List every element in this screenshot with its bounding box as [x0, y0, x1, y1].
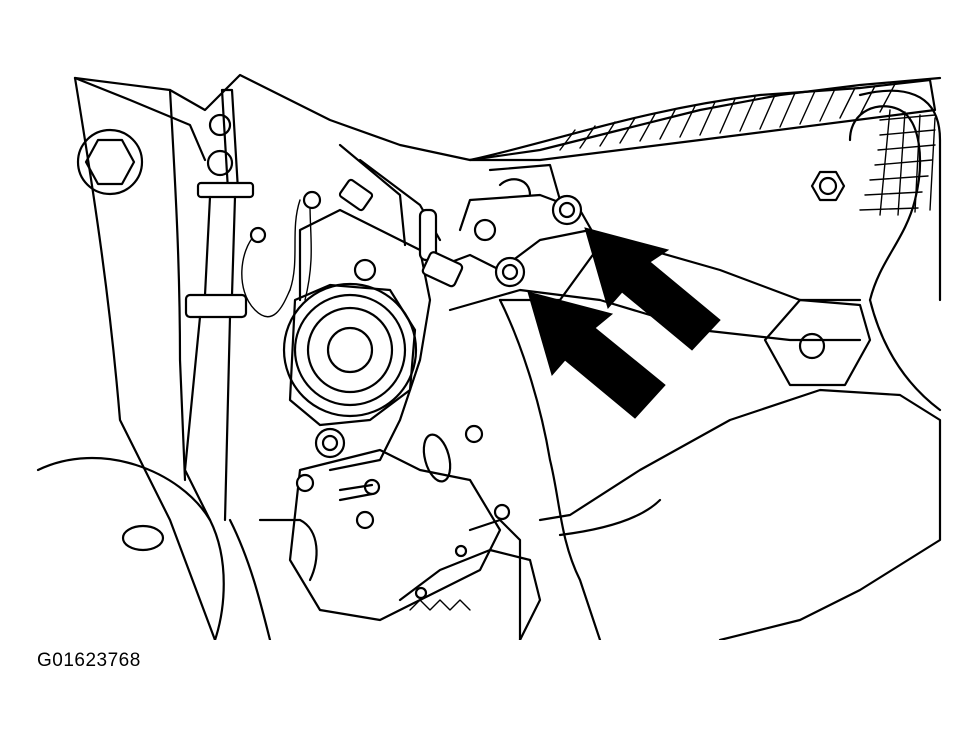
top-contour-line	[73, 73, 942, 162]
left-housing-edge	[73, 76, 207, 162]
upper-mount-nut	[551, 194, 583, 226]
line-drawing	[36, 73, 942, 640]
left-housing-inner	[168, 88, 187, 482]
pipe-fitting	[338, 178, 374, 212]
lower-mount-nut	[494, 256, 526, 288]
hatched-hose	[468, 78, 937, 162]
figure-id-label: G01623768	[37, 650, 141, 671]
vertical-rod	[183, 88, 255, 522]
wire-connector-2	[302, 190, 322, 210]
hex-bolt-right	[810, 170, 846, 202]
center-bracket	[298, 208, 432, 472]
lower-mechanism	[398, 503, 542, 640]
center-vertical-edge	[498, 298, 602, 640]
right-bracket	[763, 298, 872, 387]
lower-left-disc	[36, 456, 225, 640]
lower-left-edge	[228, 518, 272, 640]
lower-strap	[258, 518, 318, 582]
engine-diagram	[36, 73, 942, 640]
lower-block	[288, 424, 502, 622]
left-housing-outline	[73, 76, 217, 640]
hex-bolt-left	[76, 128, 144, 196]
intake-tube	[848, 89, 942, 412]
arrow-to-upper-nut	[584, 227, 721, 351]
wire-right	[289, 199, 312, 301]
wire-left	[241, 234, 291, 318]
panel-lip	[558, 498, 662, 537]
wire-connector	[249, 226, 267, 244]
disc-hole	[121, 524, 165, 552]
arrow-to-lower-nut	[527, 291, 666, 419]
lower-right-panel	[538, 388, 942, 640]
